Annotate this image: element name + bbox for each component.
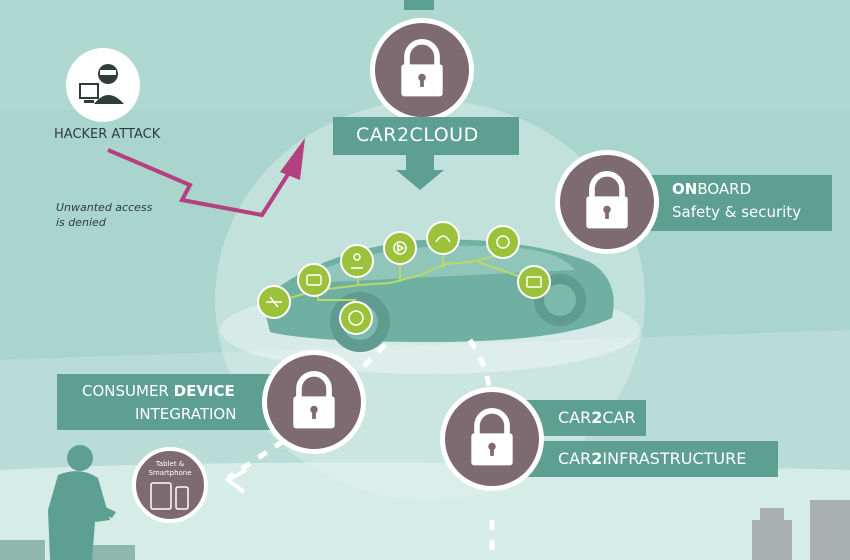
device-circle: Tablet & Smartphone: [132, 447, 208, 523]
car2car-c: CAR: [602, 408, 636, 427]
lock-icon: [586, 171, 628, 229]
uplink-arrow-stem: [404, 0, 434, 10]
hacker-avatar: [66, 48, 140, 122]
car2infra-bar: [520, 441, 778, 477]
car2cloud-bar: [333, 117, 519, 155]
person-silhouette: [48, 445, 116, 560]
onboard-title: ONBOARD: [672, 180, 751, 198]
device-caption-line2: Smartphone: [148, 469, 192, 477]
consumer-line2: INTEGRATION: [135, 405, 237, 423]
city-left: [0, 540, 135, 560]
device-caption-line1: Tablet &: [155, 460, 185, 468]
consumer-lock: [262, 350, 366, 454]
sensor-icons: [257, 221, 551, 335]
hacker-icon: [79, 64, 124, 104]
consumer-line1-a: CONSUMER: [82, 382, 174, 400]
car2car-a: CAR: [558, 408, 592, 427]
denied-note-line2: is denied: [56, 216, 106, 229]
onboard-subtitle: Safety & security: [672, 203, 802, 221]
onboard-lock: [555, 150, 659, 254]
car2cloud-label: CAR2CLOUD: [356, 124, 479, 146]
hacker-attack-label: HACKER ATTACK: [54, 127, 161, 142]
lock-icon: [293, 371, 335, 429]
car2infra-a: CAR: [558, 449, 592, 468]
downlink-arrow: [396, 150, 444, 190]
city-right: [752, 500, 850, 560]
car2infra-b: 2: [591, 449, 603, 468]
car2x-lock: [440, 387, 544, 491]
consumer-line1-bold: DEVICE: [173, 382, 235, 400]
onboard-title-bold: ON: [672, 180, 698, 198]
car2car-b: 2: [591, 408, 603, 427]
tablet-phone-icon: [150, 482, 189, 510]
denied-note-line1: Unwanted access: [56, 201, 153, 214]
lock-icon: [471, 408, 513, 466]
car2cloud-lock: [370, 18, 474, 122]
onboard-title-rest: BOARD: [697, 180, 752, 198]
consumer-line1: CONSUMER DEVICE: [82, 382, 235, 400]
consumer-bar: [57, 374, 279, 430]
hacker-attack-arrow: [107, 148, 294, 218]
car2infra-label: CAR2INFRASTRUCTURE: [558, 449, 746, 468]
car2car-label: CAR2CAR: [558, 408, 636, 427]
car2infra-c: INFRASTRUCTURE: [602, 449, 747, 468]
lock-icon: [401, 39, 443, 97]
